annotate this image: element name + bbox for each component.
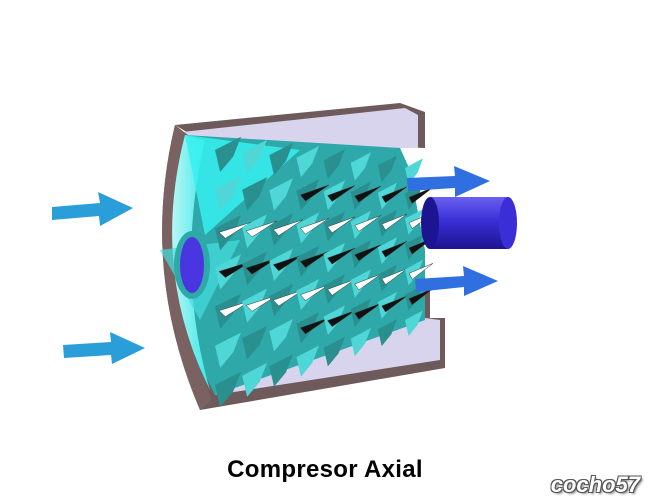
blade-shadow [300,284,330,302]
blade-shadow [354,244,382,262]
blade-shadow [272,254,304,272]
blade-shadow [408,288,434,306]
blade [215,136,241,172]
blade-shadow [327,185,356,202]
blade-shadow [245,220,278,238]
blade [323,336,345,367]
blade-shadow [408,263,434,280]
blade [405,158,423,184]
blade-shadow [381,213,408,231]
blade-shadow [300,317,330,335]
blade-shadow [245,257,278,275]
blade [269,354,293,387]
blade-shadow [272,289,304,307]
arrow-right-icon [63,332,145,364]
blade [269,142,293,176]
blade [242,177,267,211]
blade [269,178,293,211]
blade [323,149,345,179]
blade-shadow [327,247,356,265]
blade [215,175,241,212]
blade [215,332,241,368]
blade [350,152,371,181]
blade-shadow [300,217,330,235]
blade-shadow [218,222,252,239]
intake-arrows [52,192,145,364]
blade [242,325,267,360]
blade [242,139,267,174]
blade-shadow [381,186,408,204]
blade-shadow [245,295,278,312]
output-shaft [421,197,517,249]
blade-rows [215,136,434,407]
blade [296,146,319,178]
blade [377,155,397,183]
blade [269,319,293,352]
blade-shadow [354,303,382,320]
blade-shadow [381,295,408,313]
blade-shadow [272,219,304,236]
blade-shadow [300,184,330,202]
arrow-right-icon [415,266,498,296]
blade-shadow [300,251,330,268]
blade-shadow [354,273,382,291]
blade [242,363,267,397]
blade [350,327,371,357]
blade-shadow [354,185,382,203]
blade-shadow [327,279,356,296]
hub-cap [180,237,204,293]
blade-shadow [354,215,382,232]
blade [377,319,397,347]
blade [405,310,423,336]
blade-shadow [327,216,356,234]
blade [215,371,241,407]
arrow-right-icon [52,192,133,226]
blade-shadow [381,241,408,258]
arrow-right-icon [407,166,490,197]
blade-shadow [408,187,434,204]
blade-shadow [327,310,356,327]
blade [296,345,319,377]
exhaust-arrows [407,166,498,296]
watermark: cocho57 [550,472,640,497]
diagram-title: Compresor Axial [227,456,423,483]
blade-shadow [381,268,408,286]
compressor-rotor [160,135,434,407]
